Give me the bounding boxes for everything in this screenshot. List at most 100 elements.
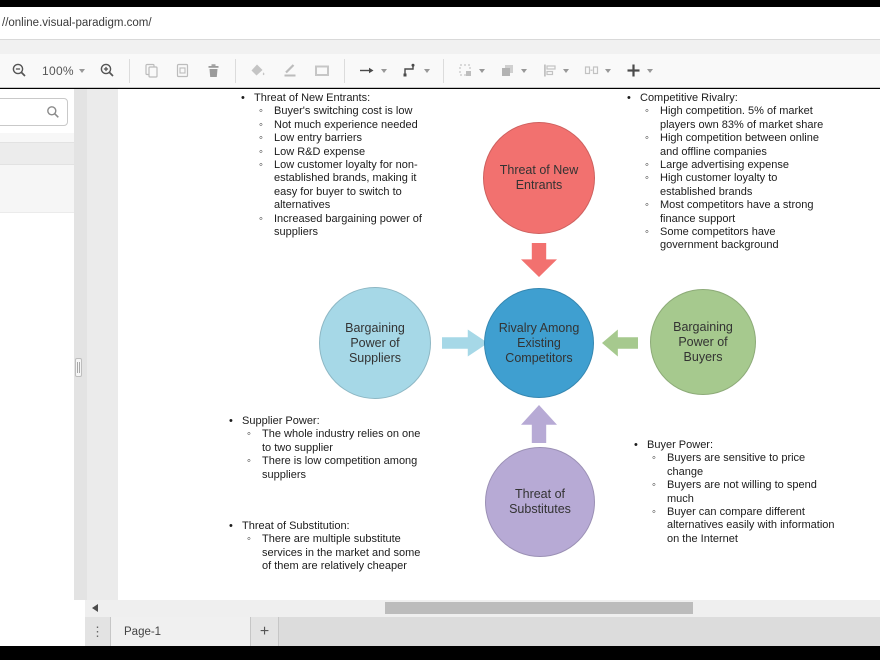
note-item: Buyers are sensitive to price change: [651, 452, 836, 479]
paste-button[interactable]: [167, 57, 198, 85]
editor-toolbar: 100%: [0, 54, 880, 88]
note-item: High competition. 5% of market players o…: [644, 105, 835, 132]
note-title: Supplier Power:: [225, 415, 421, 429]
note-competitive-rivalry[interactable]: Competitive Rivalry: High competition. 5…: [623, 92, 835, 253]
note-item: The whole industry relies on one to two …: [246, 428, 421, 455]
copy-icon: [145, 63, 158, 78]
note-title: Competitive Rivalry:: [623, 92, 835, 106]
arrow-substitutes-to-rivalry[interactable]: [521, 405, 557, 443]
plus-icon: +: [259, 622, 270, 640]
node-label: Threat of Substitutes: [509, 487, 571, 516]
note-item: Some competitors have government backgro…: [644, 226, 835, 253]
note-item: Buyer's switching cost is low: [258, 105, 439, 119]
arrow-right-icon: [359, 67, 374, 74]
selection-tool-button[interactable]: [450, 57, 492, 85]
panel-section: [0, 133, 74, 142]
note-buyer-power[interactable]: Buyer Power: Buyers are sensitive to pri…: [630, 439, 836, 546]
node-bargaining-power-of-buyers[interactable]: Bargaining Power of Buyers: [650, 289, 756, 395]
rectangle-icon: [314, 65, 329, 76]
node-label: Threat of New Entrants: [499, 163, 579, 192]
add-page-button[interactable]: +: [251, 617, 279, 646]
note-supplier-power[interactable]: Supplier Power: The whole industry relie…: [225, 415, 421, 482]
trash-icon: [208, 64, 219, 77]
panel-collapse-handle[interactable]: [75, 358, 82, 377]
browser-chrome-gap: [0, 40, 880, 54]
scroll-left-icon[interactable]: [92, 604, 98, 612]
align-button[interactable]: [534, 57, 576, 85]
chevron-down-icon: [520, 68, 527, 73]
arrow-buyers-to-rivalry[interactable]: [602, 329, 638, 357]
distribute-icon: [584, 66, 599, 75]
note-item: Low customer loyalty for non-established…: [258, 159, 439, 213]
node-rivalry-among-existing-competitors[interactable]: Rivalry Among Existing Competitors: [484, 288, 594, 398]
paste-icon: [176, 63, 189, 78]
scrollbar-thumb[interactable]: [385, 602, 693, 614]
chevron-down-icon: [380, 68, 387, 73]
page-menu-button[interactable]: ⋮: [85, 617, 111, 646]
toolbar-separator: [128, 58, 130, 83]
workspace: Threat of New Entrants: Buyer's switchin…: [0, 89, 880, 600]
note-item: Large advertising expense: [644, 159, 835, 173]
zoom-in-button[interactable]: [92, 57, 123, 85]
url-text[interactable]: //online.visual-paradigm.com/: [2, 17, 152, 29]
note-item: Not much experience needed: [258, 119, 439, 133]
diagram-page[interactable]: Threat of New Entrants: Buyer's switchin…: [118, 89, 880, 600]
note-item: Low entry barriers: [258, 132, 439, 146]
note-item: Increased bargaining power of suppliers: [258, 213, 439, 240]
chevron-down-icon: [78, 68, 85, 73]
node-label: Bargaining Power of Buyers: [673, 319, 733, 364]
selection-icon: [459, 64, 471, 76]
node-label: Rivalry Among Existing Competitors: [498, 320, 580, 365]
shape-panel: [0, 89, 74, 600]
note-item: Buyers are not willing to spend much: [651, 479, 836, 506]
fill-color-button[interactable]: [242, 57, 274, 85]
chevron-down-icon: [423, 68, 430, 73]
note-title: Threat of Substitution:: [225, 520, 425, 534]
connector-style-button[interactable]: [394, 57, 437, 85]
note-title: Buyer Power:: [630, 439, 836, 453]
delete-button[interactable]: [198, 57, 229, 85]
arrow-suppliers-to-rivalry[interactable]: [442, 329, 488, 357]
note-item: High customer loyalty to established bra…: [644, 172, 835, 199]
insert-shape-button[interactable]: [618, 57, 660, 85]
browser-url-bar[interactable]: //online.visual-paradigm.com/: [0, 7, 880, 40]
page-tab-bar: ⋮ Page-1 +: [85, 617, 880, 646]
page-tab-label: Page-1: [124, 625, 162, 638]
zoom-out-button[interactable]: [4, 57, 35, 85]
note-title: Threat of New Entrants:: [237, 92, 439, 106]
note-item: There are multiple substitute services i…: [246, 533, 425, 573]
fill-bucket-icon: [251, 64, 265, 76]
panel-divider: [74, 89, 87, 600]
toolbar-separator: [442, 58, 444, 83]
shape-style-button[interactable]: [306, 57, 338, 85]
zoom-level-select[interactable]: 100%: [35, 57, 92, 85]
vertical-dots-icon: ⋮: [91, 623, 104, 639]
node-threat-of-substitutes[interactable]: Threat of Substitutes: [485, 447, 595, 557]
plus-icon: [627, 64, 640, 77]
line-style-button[interactable]: [274, 57, 306, 85]
copy-button[interactable]: [136, 57, 167, 85]
note-item: Low R&D expense: [258, 146, 439, 160]
search-icon[interactable]: [46, 105, 60, 119]
zoom-in-icon: [100, 63, 114, 77]
panel-footer: [0, 600, 85, 646]
align-icon: [543, 64, 556, 77]
shape-search-input[interactable]: [0, 98, 68, 126]
tab-page-1[interactable]: Page-1: [111, 617, 251, 646]
node-bargaining-power-of-suppliers[interactable]: Bargaining Power of Suppliers: [319, 287, 431, 399]
panel-section-header[interactable]: [0, 142, 74, 165]
distribute-button[interactable]: [576, 57, 618, 85]
node-label: Bargaining Power of Suppliers: [345, 320, 405, 365]
note-item: High competition between online and offl…: [644, 132, 835, 159]
node-threat-of-new-entrants[interactable]: Threat of New Entrants: [483, 122, 595, 234]
toolbar-separator: [234, 58, 236, 83]
chevron-down-icon: [478, 68, 485, 73]
arrow-style-button[interactable]: [351, 57, 394, 85]
horizontal-scrollbar[interactable]: [85, 600, 880, 617]
order-button[interactable]: [492, 57, 534, 85]
arrow-new-entrants-to-rivalry[interactable]: [521, 243, 557, 277]
panel-section: [0, 165, 74, 213]
note-threat-of-substitution[interactable]: Threat of Substitution: There are multip…: [225, 520, 425, 574]
note-new-entrants[interactable]: Threat of New Entrants: Buyer's switchin…: [237, 92, 439, 239]
